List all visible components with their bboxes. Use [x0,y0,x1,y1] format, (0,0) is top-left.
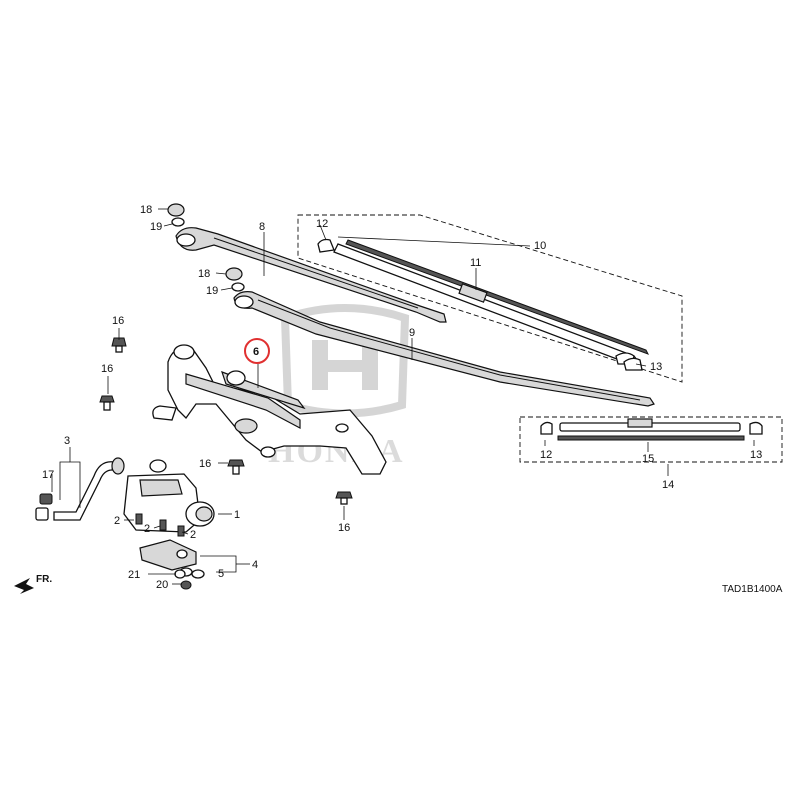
wiper-arm-passenger [233,291,655,407]
callout-1: 1 [234,509,240,521]
front-direction-arrow: FR. [14,574,52,594]
bolt-16-d [335,491,353,505]
blade-group-box-upper [297,214,683,383]
screw-2-b [159,519,167,531]
bolt-16-a [111,337,127,353]
bolt-16-c [227,459,245,475]
wiper-motor [123,459,215,533]
callout-8: 8 [259,221,265,233]
callout-12: 12 [540,449,552,461]
nut-17 [35,493,53,521]
callout-2: 2 [114,515,120,527]
blade-cap-12-lower [540,421,553,435]
grommet-5-b [191,569,205,579]
wiper-blade-lower [557,418,745,441]
callout-5: 5 [218,568,224,580]
wiper-linkage [152,344,387,475]
highlight-ring [244,338,270,364]
callout-12: 12 [316,218,328,230]
motor-link-rod [53,457,125,521]
callout-20: 20 [156,579,168,591]
blade-cap-13-lower [749,421,763,435]
screw-2-c [177,525,185,537]
blade-cap-13-upper [623,357,643,371]
bolt-16-b [99,395,115,411]
callout-16: 16 [112,315,124,327]
callout-11: 11 [470,257,481,269]
callout-16: 16 [338,522,350,534]
grommet-21 [174,569,186,579]
callout-labels: 18 19 8 18 19 9 12 10 11 13 16 16 16 16 … [42,204,762,591]
callout-19: 19 [206,285,218,297]
callout-6: 6 [253,346,259,358]
callout-13: 13 [750,449,762,461]
callout-19: 19 [150,221,162,233]
screw-2-a [135,513,143,525]
callout-16: 16 [199,458,211,470]
motor-bracket [139,539,197,571]
wiper-arm-driver [175,227,447,323]
callout-16: 16 [101,363,113,375]
callout-2: 2 [144,523,150,535]
blade-group-box-lower [519,416,783,463]
wiper-blade-upper [333,239,650,365]
direction-label: FR. [36,574,52,585]
callout-17: 17 [42,469,54,481]
collar-20 [180,580,192,590]
leader-lines [51,208,755,585]
callout-9: 9 [409,327,415,339]
callout-15: 15 [642,453,654,465]
callout-18: 18 [198,268,210,280]
callout-14: 14 [662,479,674,491]
arm-nut-cap-lower [225,267,245,292]
diagram-code: TAD1B1400A [722,584,783,595]
callout-10: 10 [534,240,546,252]
callout-4: 4 [252,559,258,571]
arm-nut-cap-upper [167,203,185,227]
callout-2: 2 [190,529,196,541]
callout-18: 18 [140,204,152,216]
callout-13: 13 [650,361,662,373]
callout-21: 21 [128,569,140,581]
blade-cap-12-upper [317,238,335,253]
callout-3: 3 [64,435,70,447]
